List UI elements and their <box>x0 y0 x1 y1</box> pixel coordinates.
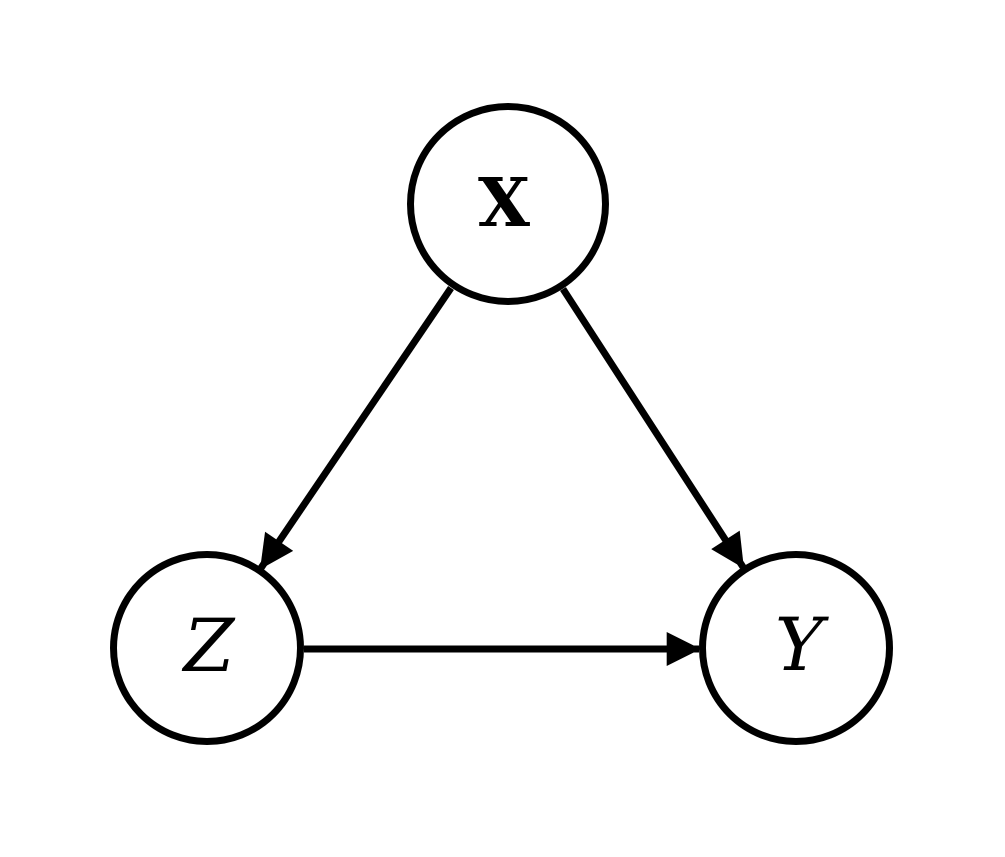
node-x-circle <box>407 103 609 305</box>
node-z-circle <box>110 551 304 745</box>
node-y: Y <box>699 551 893 745</box>
node-x: X <box>407 103 609 305</box>
node-z-label: Z <box>182 604 236 689</box>
node-x-label: X <box>478 163 530 242</box>
node-z: Z <box>110 551 304 745</box>
edge-x-to-z <box>258 286 454 570</box>
node-y-circle <box>699 551 893 745</box>
edge-x-to-y <box>560 287 746 569</box>
node-y-label: Y <box>775 603 829 688</box>
